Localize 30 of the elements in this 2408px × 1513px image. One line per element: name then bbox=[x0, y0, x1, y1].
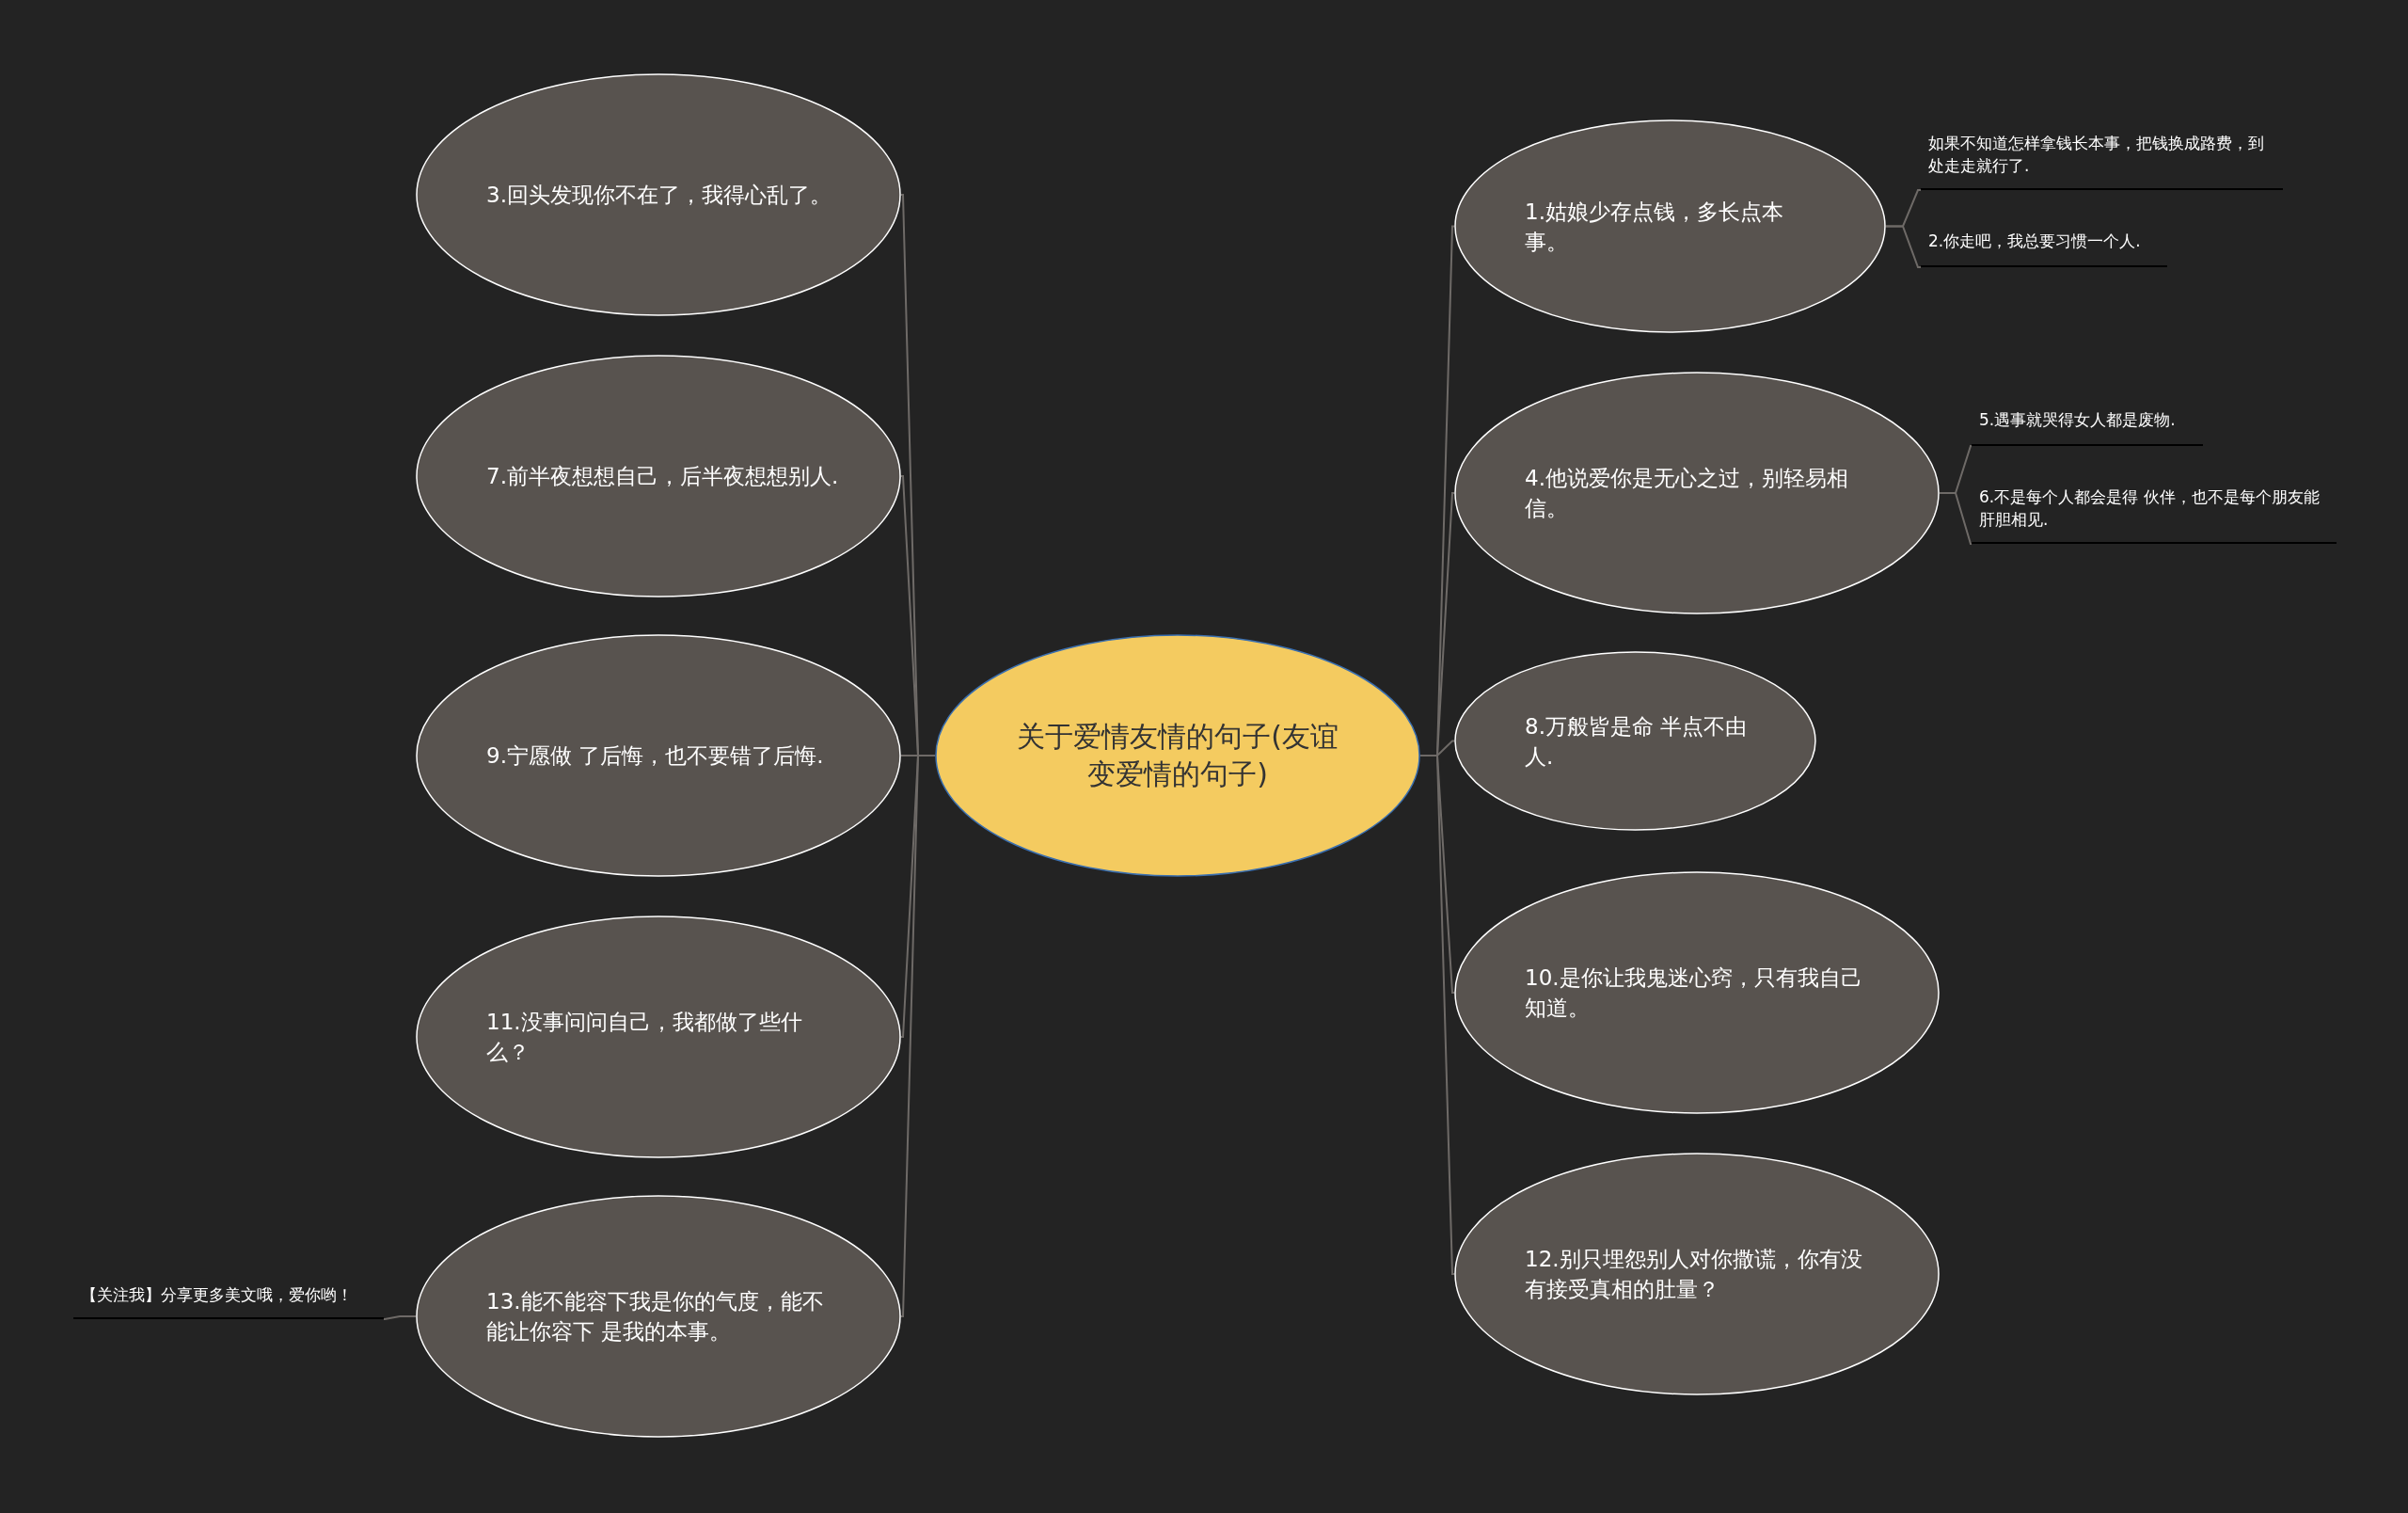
topic-text: 4.他说爱你是无心之过，别轻易相信。 bbox=[1525, 465, 1849, 522]
topic-ellipse bbox=[1454, 119, 1886, 333]
underlined-note: 5.遇事就哭得女人都是废物. bbox=[1972, 408, 2203, 446]
topic-ellipse bbox=[416, 1195, 901, 1438]
topic-text: 1.姑娘少存点钱，多长点本事。 bbox=[1525, 198, 1784, 256]
topic-text: 10.是你让我鬼迷心窍，只有我自己知道。 bbox=[1525, 964, 1863, 1022]
underlined-note: 如果不知道怎样拿钱长本事，把钱换成路费，到处走走就行了. bbox=[1921, 132, 2283, 190]
topic-text: 12.别只埋怨别人对你撒谎，你有没有接受真相的肚量？ bbox=[1525, 1246, 1863, 1303]
topic-text: 11.没事问问自己，我都做了些什么？ bbox=[486, 1009, 803, 1066]
topic-ellipse bbox=[416, 73, 901, 316]
underlined-note: 【关注我】分享更多美文哦，爱你哟！ bbox=[73, 1283, 384, 1319]
connector-line bbox=[1939, 492, 1972, 545]
topic-ellipse bbox=[416, 355, 901, 597]
topic-ellipse bbox=[1454, 372, 1940, 614]
underlined-note: 6.不是每个人都会是得 伙伴，也不是每个朋友能肝胆相见. bbox=[1972, 486, 2337, 544]
topic-text: 8.万般皆是命 半点不由人. bbox=[1525, 712, 1749, 771]
topic-ellipse bbox=[1454, 871, 1940, 1114]
topic-ellipse bbox=[1454, 1153, 1940, 1395]
underlined-note: 2.你走吧，我总要习惯一个人. bbox=[1921, 230, 2167, 267]
topic-ellipse bbox=[416, 634, 901, 877]
central-topic-ellipse bbox=[935, 634, 1420, 877]
topic-text: 7.前半夜想想自己，后半夜想想别人. bbox=[486, 463, 840, 490]
topic-text: 13.能不能容下我是你的气度，能不能让你容下 是我的本事。 bbox=[486, 1288, 825, 1346]
topic-ellipse bbox=[416, 916, 901, 1158]
topic-title: 关于爱情友情的句子(友谊变爱情的句子) bbox=[1016, 719, 1339, 792]
topic-ellipse bbox=[1454, 651, 1816, 831]
topic-text: 3.回头发现你不在了，我得心乱了。 bbox=[486, 182, 832, 209]
connector-line bbox=[383, 1315, 417, 1320]
connector-line bbox=[1885, 225, 1922, 268]
topic-text: 9.宁愿做 了后悔，也不要错了后悔. bbox=[486, 742, 825, 770]
